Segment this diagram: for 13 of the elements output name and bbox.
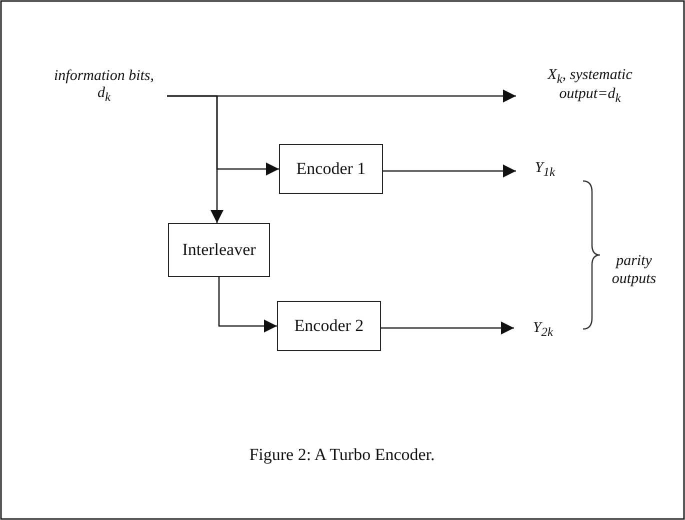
encoder-box: Encoder 2	[277, 301, 381, 351]
encoder-box: Encoder 1	[279, 144, 383, 194]
bracket-label: parity outputs	[610, 252, 658, 288]
arrow	[167, 95, 224, 223]
arrow	[383, 164, 516, 178]
output-label: Y$_{2k}$	[532, 320, 554, 340]
arrow	[218, 277, 277, 332]
input-label: information bits, d$_{k}$	[52, 68, 155, 104]
figure-caption: Figure 2: A Turbo Encoder.	[248, 445, 436, 465]
output-label: Y$_{1k}$	[534, 160, 556, 180]
interleaver-box: Interleaver	[168, 223, 270, 277]
output-label: X$_{k}$, systematic output=d$_{k}$	[546, 66, 634, 106]
arrow	[381, 322, 514, 334]
